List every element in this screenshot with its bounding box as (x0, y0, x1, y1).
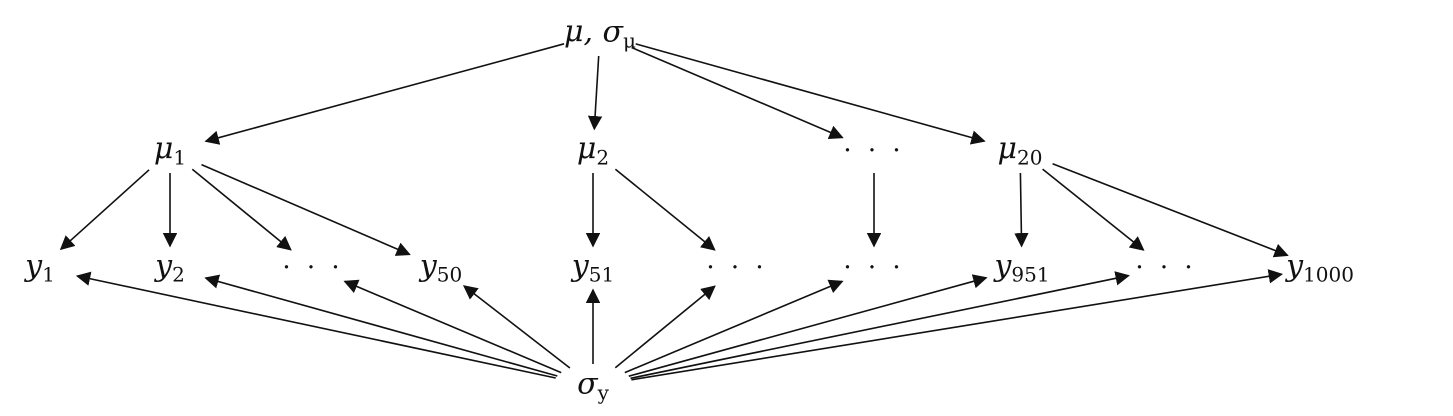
node-mu-2: μ2 (576, 131, 610, 170)
edge-sy-to-y1 (75, 271, 556, 379)
edge-m1-to-y1 (59, 169, 150, 251)
edge-sy-to-y2 (204, 274, 558, 377)
edge-sy-to-yd1 (343, 279, 562, 374)
node-sigma-y: σy (577, 366, 609, 405)
edge-m2-to-yd2 (614, 168, 716, 251)
node-y-ellipsis-1: · · · (282, 253, 344, 283)
edge-sy-to-yd4 (630, 271, 1130, 380)
edge-m1-to-yd1 (191, 168, 292, 251)
node-mu-20: μ20 (997, 131, 1043, 170)
edge-sy-to-yd3 (624, 279, 844, 374)
edge-sy-to-y951 (628, 274, 988, 377)
node-y-ellipsis-4: · · · (1135, 253, 1197, 283)
edge-m20-to-yd4 (1042, 168, 1145, 251)
edge-top-to-m1 (204, 43, 565, 145)
node-y-50: y50 (419, 248, 463, 287)
node-mu-ellipsis: · · · (843, 136, 905, 166)
node-y-1: y1 (25, 248, 55, 287)
edge-m20-to-y951 (1014, 172, 1029, 248)
node-y-ellipsis-2: · · · (706, 253, 768, 283)
node-mu-sigma-mu: μ, σμ (563, 14, 637, 53)
node-y-951: y951 (994, 248, 1050, 287)
edges-layer (59, 43, 1289, 381)
edge-top-to-m2 (587, 55, 603, 131)
edge-sy-to-yd2 (614, 285, 716, 369)
node-y-ellipsis-3: · · · (843, 253, 905, 283)
node-mu-1: μ1 (153, 131, 187, 170)
edge-m1-to-y50 (201, 163, 411, 256)
edge-sy-to-y50 (462, 285, 571, 369)
edge-top-to-mdots (631, 46, 844, 140)
edge-m20-to-y1000 (1052, 162, 1289, 258)
node-y-1000: y1000 (1286, 248, 1354, 287)
node-y-51: y51 (571, 248, 615, 287)
edge-top-to-m20 (635, 43, 986, 145)
edge-sy-to-y1000 (631, 269, 1284, 381)
node-y-2: y2 (155, 248, 185, 287)
